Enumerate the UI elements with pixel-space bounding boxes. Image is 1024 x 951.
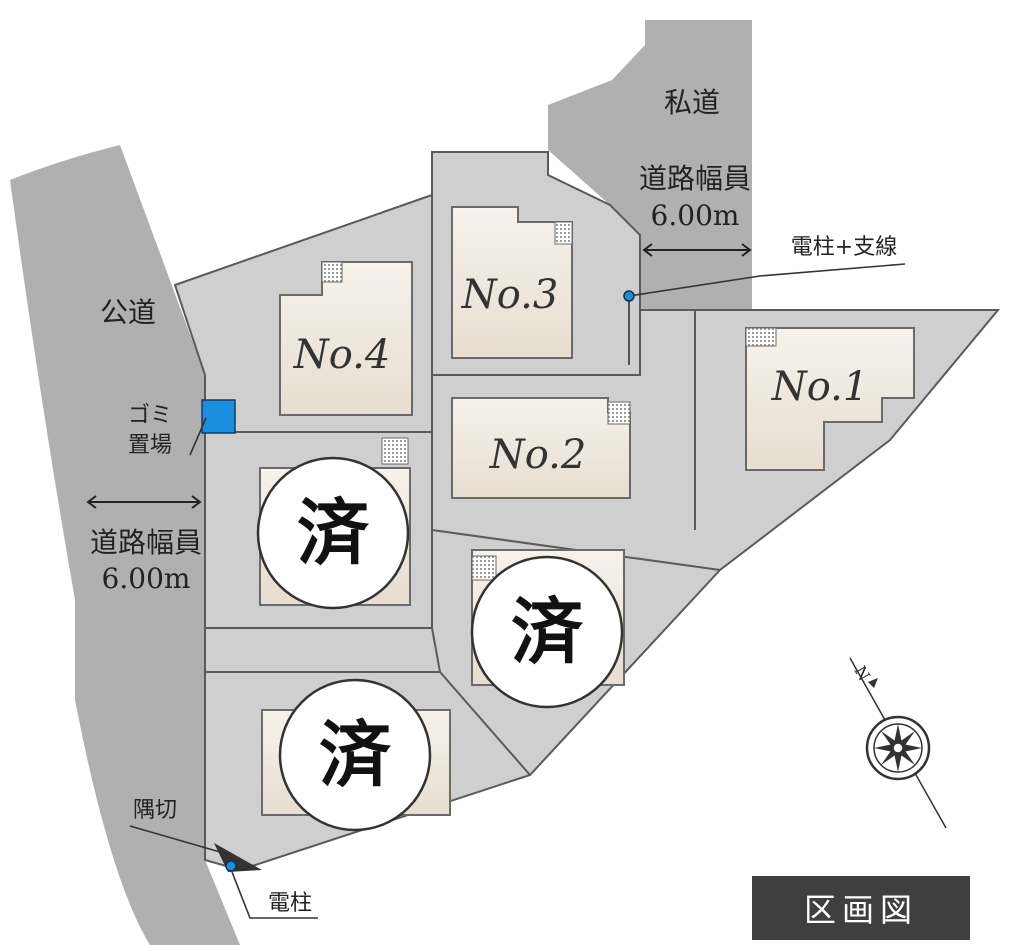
legend-label: 区画図 <box>803 891 918 929</box>
pole-guy-label: 電柱+支線 <box>791 235 897 260</box>
pole-marker <box>225 860 237 872</box>
garbage-label-1: ゴミ <box>128 403 172 428</box>
pole-label: 電柱 <box>268 891 312 916</box>
sold-marker-b: 済 <box>470 555 624 709</box>
public-road <box>10 145 240 945</box>
lot-label-no2: No.2 <box>489 432 587 478</box>
sold-marker-c: 済 <box>278 678 432 832</box>
garbage-station <box>201 399 236 434</box>
house-no3 <box>451 206 573 359</box>
sold-marker-a: 済 <box>256 456 410 610</box>
public-road-label: 公道 <box>100 296 156 329</box>
compass-icon: N <box>849 657 947 829</box>
house-no4 <box>279 261 413 416</box>
svg-text:済: 済 <box>511 589 584 674</box>
public-road-dimension <box>86 495 202 509</box>
garbage-label-2: 置場 <box>128 433 172 458</box>
svg-text:済: 済 <box>319 712 392 797</box>
public-road-width-value: 6.00m <box>102 562 191 595</box>
legend-badge: 区画図 <box>752 876 970 940</box>
private-road-width-label: 道路幅員 <box>639 162 751 195</box>
public-road-width-label: 道路幅員 <box>90 526 202 559</box>
svg-text:済: 済 <box>297 490 370 575</box>
lot-label-no3: No.3 <box>461 272 559 318</box>
private-road <box>548 20 752 310</box>
private-road-width-value: 6.00m <box>651 199 740 232</box>
corner-cut-label: 隅切 <box>133 798 177 823</box>
house-no1 <box>745 327 915 471</box>
lot-label-no4: No.4 <box>293 332 391 378</box>
house-no2 <box>451 397 631 499</box>
pole-guy-marker <box>623 290 635 302</box>
private-road-dimension <box>642 243 752 257</box>
private-road-label: 私道 <box>664 86 720 119</box>
lot-label-no1: No.1 <box>771 364 869 410</box>
